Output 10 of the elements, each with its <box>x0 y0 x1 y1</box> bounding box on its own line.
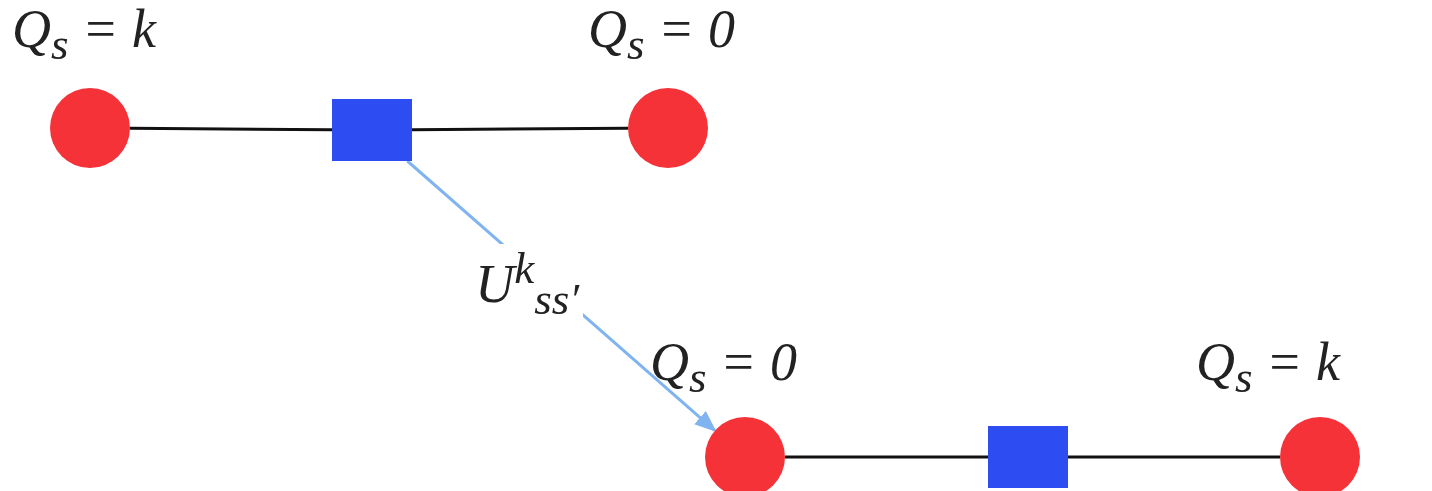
connector-line <box>785 455 988 459</box>
connector-line <box>1068 455 1280 459</box>
square-marker <box>332 99 412 161</box>
connector-line <box>412 126 628 132</box>
charge-label: Q$_{s}$ = 0 <box>588 2 735 67</box>
connector-line <box>130 126 332 132</box>
square-marker <box>988 426 1068 488</box>
charge-label: Q$_{s}$ = 0 <box>650 335 797 400</box>
charge-label: Q$_{s}$ = k <box>12 2 156 67</box>
charge-label: Q$_{s}$ = k <box>1196 335 1340 400</box>
